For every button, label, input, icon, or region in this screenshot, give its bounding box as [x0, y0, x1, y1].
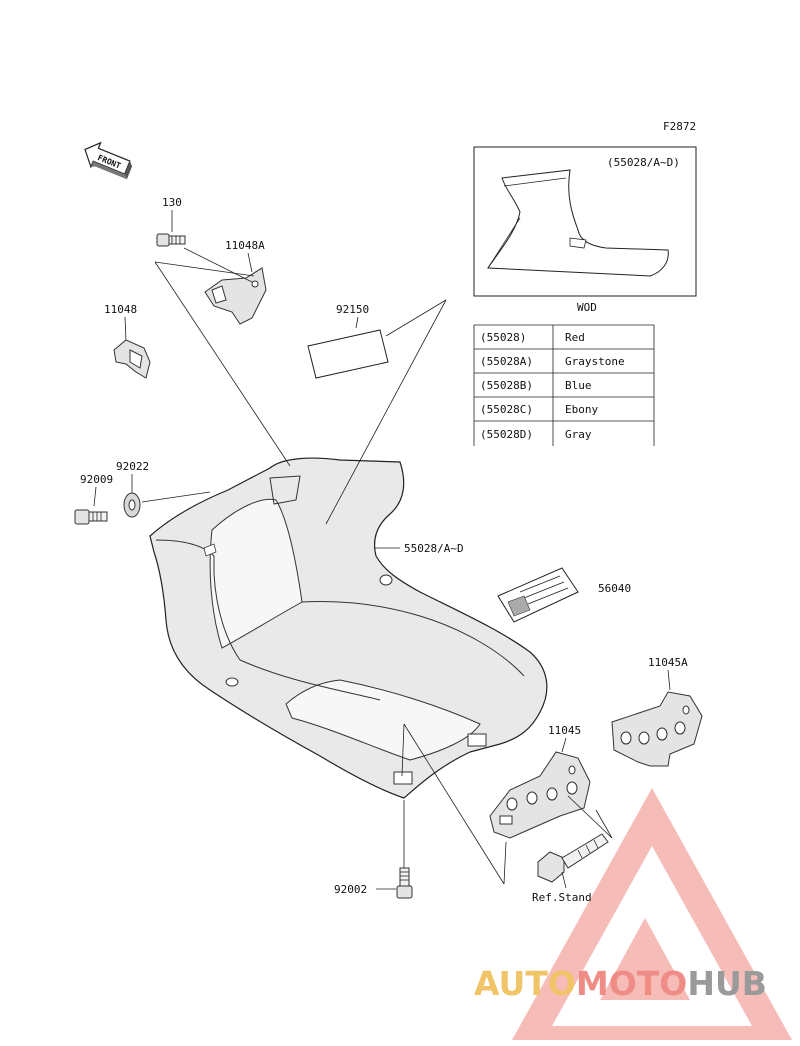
leader-11048a — [247, 252, 253, 273]
leader-11048 — [124, 316, 127, 341]
table-color-1: Graystone — [565, 355, 625, 368]
lower-cowl-55028 — [149, 457, 548, 799]
svg-text:AUTOMOTOHUB: AUTOMOTOHUB — [474, 964, 767, 1003]
table-code-0: (55028) — [480, 331, 526, 344]
leader-92002-b — [503, 841, 507, 885]
leader-92150 — [355, 316, 359, 329]
table-code-3: (55028C) — [480, 403, 533, 416]
label-11045a: 11045A — [648, 656, 688, 669]
leader-92002-body — [401, 723, 405, 777]
label-92150: 92150 — [336, 303, 369, 316]
bolt-92009-icon — [74, 509, 108, 525]
watermark-logo — [512, 788, 792, 1040]
label-92009: 92009 — [80, 473, 113, 486]
bracket-11048a-icon — [204, 267, 267, 325]
table-color-2: Blue — [565, 379, 592, 392]
leader-130-bracket — [183, 247, 253, 283]
sticker-92150-icon — [307, 329, 389, 379]
warning-label-lines — [507, 575, 569, 617]
label-55028: 55028/A~D — [404, 542, 464, 555]
warning-label-56040-icon — [497, 567, 579, 623]
inset-label: (55028/A~D) — [607, 156, 680, 169]
leader-washer-body — [141, 491, 211, 503]
leader-stand-bolt-b — [567, 795, 613, 839]
label-92022: 92022 — [116, 460, 149, 473]
label-92002: 92002 — [334, 883, 367, 896]
bolt-92002-icon — [396, 867, 413, 899]
watermark-text: AUTOMOTOHUB — [474, 964, 767, 1003]
cowl-outline-icon — [487, 169, 669, 277]
leader-11045 — [561, 737, 567, 753]
table-code-2: (55028B) — [480, 379, 533, 392]
color-table: (55028) Red (55028A) Graystone (55028B) … — [473, 324, 655, 446]
clip-11048-icon — [113, 339, 151, 379]
inset-caption: WOD — [577, 301, 597, 314]
washer-92022-icon — [123, 492, 141, 518]
label-11048: 11048 — [104, 303, 137, 316]
stand-bolt-icon — [537, 833, 609, 883]
leader-92150-sticker — [385, 299, 447, 337]
leader-92002-a — [403, 723, 505, 885]
front-arrow-icon: FRONT — [84, 141, 133, 180]
leader-130-body — [154, 261, 291, 467]
figure-code: F2872 — [663, 120, 696, 133]
label-56040: 56040 — [598, 582, 631, 595]
table-color-0: Red — [565, 331, 585, 344]
bolt-130-icon — [156, 233, 186, 247]
bracket-11045-icon — [489, 751, 591, 839]
leader-92009 — [93, 486, 97, 507]
label-130: 130 — [162, 196, 182, 209]
bracket-11045a-icon — [611, 691, 703, 767]
watermark-moto: MOTO — [576, 964, 687, 1003]
table-code-4: (55028D) — [480, 428, 533, 441]
table-color-3: Ebony — [565, 403, 598, 416]
table-color-4: Gray — [565, 428, 592, 441]
label-11048a: 11048A — [225, 239, 265, 252]
inset-box: (55028/A~D) WOD — [473, 146, 697, 314]
leader-stand-bolt-a — [595, 809, 613, 839]
label-11045: 11045 — [548, 724, 581, 737]
leader-11045a — [667, 669, 671, 691]
watermark-hub: HUB — [687, 964, 767, 1003]
label-ref-stand: Ref.Stand — [532, 891, 592, 904]
leader-92150-body — [325, 299, 447, 525]
table-code-1: (55028A) — [480, 355, 533, 368]
leader-130-bracket-a — [154, 261, 255, 277]
leader-ref-stand — [561, 871, 567, 889]
watermark-auto: AUTO — [474, 964, 576, 1003]
